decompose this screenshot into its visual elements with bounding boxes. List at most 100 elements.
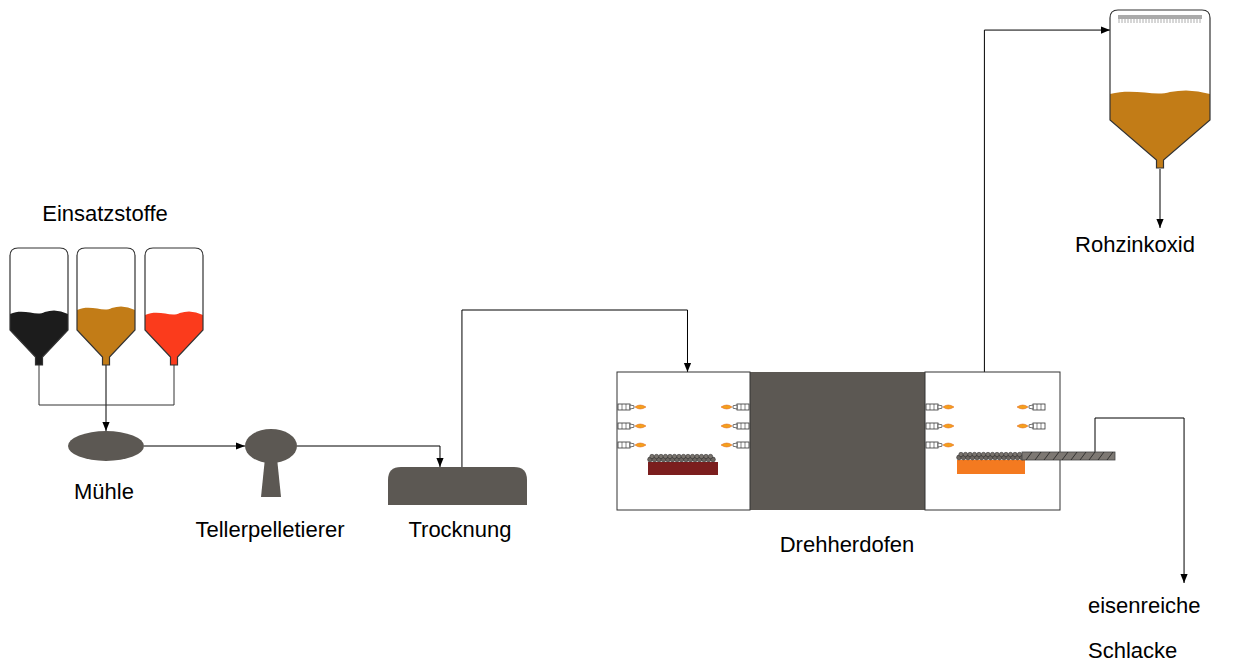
burner-ribs (741, 423, 745, 429)
flow-arrow (297, 446, 440, 467)
pelletizer-disc (245, 429, 297, 463)
silo-content (10, 310, 68, 365)
pellet (995, 452, 999, 456)
pellet (677, 454, 681, 458)
furnace-middle (750, 372, 925, 510)
flow-arrow (144, 446, 245, 447)
node-illustration (605, 365, 1125, 560)
silo-outline (1110, 10, 1210, 168)
pellet (668, 454, 672, 458)
burner-ribs (930, 423, 934, 429)
pellet (663, 454, 667, 458)
furnace-chamber (617, 372, 750, 510)
silo-outline (10, 248, 68, 365)
burner-ribs (622, 404, 626, 410)
silo-body (10, 248, 68, 365)
screw-conveyor (1022, 452, 1115, 460)
node-label: Drehherdofen (780, 532, 915, 558)
illustration-group (617, 372, 1115, 510)
discharge-arrow (1160, 169, 1161, 228)
burner-symbol (721, 442, 749, 448)
hearth-bed (957, 460, 1025, 474)
burner-flame (943, 405, 954, 409)
silo-content (145, 311, 203, 365)
pellet (959, 452, 963, 456)
hearth-bed (648, 462, 718, 475)
burner-tip (733, 424, 737, 428)
node-label: Rohzinkoxid (1075, 232, 1195, 258)
pellet (1013, 452, 1017, 456)
pellet (704, 454, 708, 458)
silo-outline (77, 248, 135, 365)
pellet (986, 452, 990, 456)
burner-tip (733, 443, 737, 447)
pellet (968, 452, 972, 456)
silo-outline (145, 248, 203, 365)
burner-body (926, 423, 938, 429)
burner-flame (943, 443, 954, 447)
dryer: Trocknung (380, 462, 540, 545)
pellet (686, 454, 690, 458)
pellet (672, 454, 676, 458)
burner-symbol (721, 404, 749, 410)
merge-line (39, 365, 174, 405)
burner-tip (630, 443, 634, 447)
node-label: Tellerpelletierer (195, 517, 344, 543)
burner-flame (1017, 424, 1028, 428)
burner-flame (721, 424, 732, 428)
mill: Mühle (55, 425, 160, 507)
silo-body (77, 248, 135, 365)
flow-arrow (984, 30, 1110, 372)
burner-ribs (1037, 423, 1041, 429)
pellet (1004, 452, 1008, 456)
burner-symbol (1017, 423, 1045, 429)
burner-symbol (926, 442, 954, 448)
node-label: eisenreiche Schlacke (1088, 583, 1201, 666)
silo-body (1110, 10, 1210, 168)
feed-silos: Einsatzstoffe (0, 195, 215, 370)
slag-output: eisenreiche Schlacke (1088, 583, 1201, 666)
burner-symbol (618, 423, 646, 429)
burner-body (737, 442, 749, 448)
burner-body (737, 423, 749, 429)
pellet (708, 454, 712, 458)
burner-symbol (926, 404, 954, 410)
burner-tip (1029, 405, 1033, 409)
illustration-group (245, 429, 297, 497)
burner-flame (1017, 405, 1028, 409)
burner-flame (635, 424, 646, 428)
node-label: Trocknung (408, 517, 511, 543)
furnace-chamber (925, 372, 1060, 510)
burner-symbol (1017, 404, 1045, 410)
burner-body (618, 423, 630, 429)
pellet (1017, 452, 1021, 456)
burner-body (737, 404, 749, 410)
illustration-group (10, 248, 203, 405)
burner-ribs (741, 442, 745, 448)
pellet (690, 454, 694, 458)
burner-tip (938, 424, 942, 428)
illustration-group (68, 431, 144, 461)
node-label: Mühle (74, 479, 134, 505)
burner-flame (635, 443, 646, 447)
burner-tip (630, 405, 634, 409)
pellet (659, 454, 663, 458)
silo-content (77, 306, 135, 365)
pellet (699, 454, 703, 458)
filter-comb (1119, 19, 1200, 23)
burner-body (1033, 423, 1045, 429)
silo-body (145, 248, 203, 365)
burner-ribs (1037, 404, 1041, 410)
pellet (681, 454, 685, 458)
burner-ribs (622, 442, 626, 448)
node-illustration (1060, 5, 1220, 260)
burner-tip (733, 405, 737, 409)
pellet (963, 452, 967, 456)
flow-arrow (1095, 418, 1184, 583)
pellet (654, 454, 658, 458)
burner-tip (1029, 424, 1033, 428)
burner-ribs (930, 442, 934, 448)
illustration-group (1110, 10, 1210, 228)
dryer-shape (388, 467, 527, 505)
